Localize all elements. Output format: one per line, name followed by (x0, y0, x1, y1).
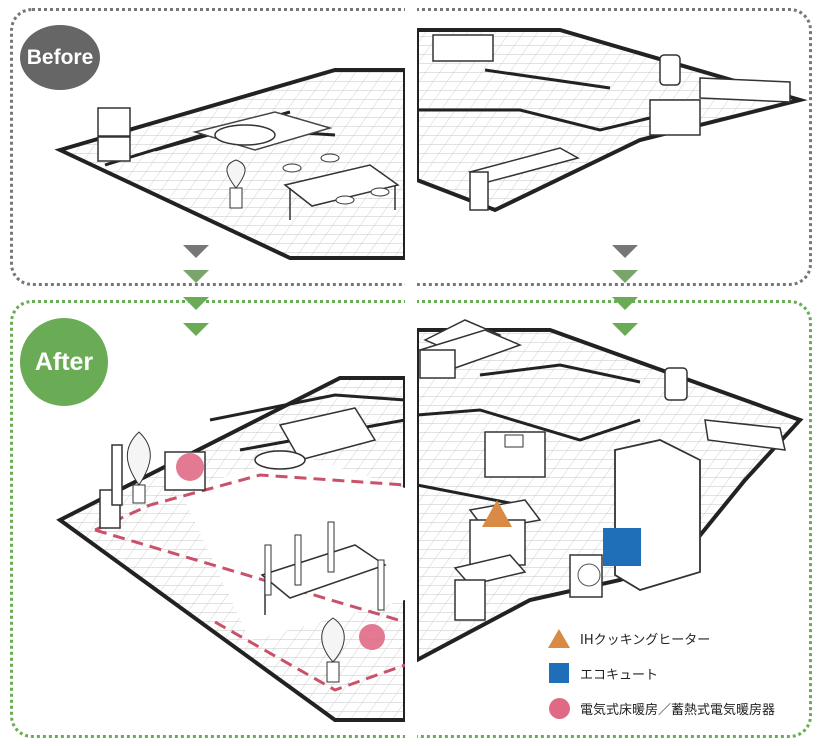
circle-icon (548, 697, 570, 719)
triangle-icon (548, 627, 570, 649)
floor-heating-marker (176, 453, 204, 481)
before-right-floorplan (415, 28, 808, 213)
legend-label: 電気式床暖房／蓄熱式電気暖房器 (580, 702, 776, 718)
eco-cute-marker (603, 528, 641, 566)
square-icon (548, 662, 570, 684)
ih-heater-marker (482, 500, 512, 527)
down-arrows-left (183, 245, 209, 336)
after-left-floorplan (56, 376, 407, 722)
center-divider (405, 0, 417, 746)
legend-item-ih-heater: IHクッキングヒーター (548, 626, 798, 650)
after-right-floorplan (415, 319, 804, 664)
legend-item-floor-heating: 電気式床暖房／蓄熱式電気暖房器 (548, 696, 798, 720)
legend: IHクッキングヒーター エコキュート 電気式床暖房／蓄熱式電気暖房器 (548, 626, 798, 731)
floor-heating-marker (359, 624, 385, 650)
before-badge: Before (20, 25, 100, 90)
legend-label: IHクッキングヒーター (580, 632, 711, 648)
after-badge: After (20, 318, 108, 406)
legend-label: エコキュート (580, 667, 659, 683)
before-left-floorplan (54, 68, 407, 260)
legend-item-eco-cute: エコキュート (548, 661, 798, 685)
down-arrows-right (612, 245, 638, 336)
